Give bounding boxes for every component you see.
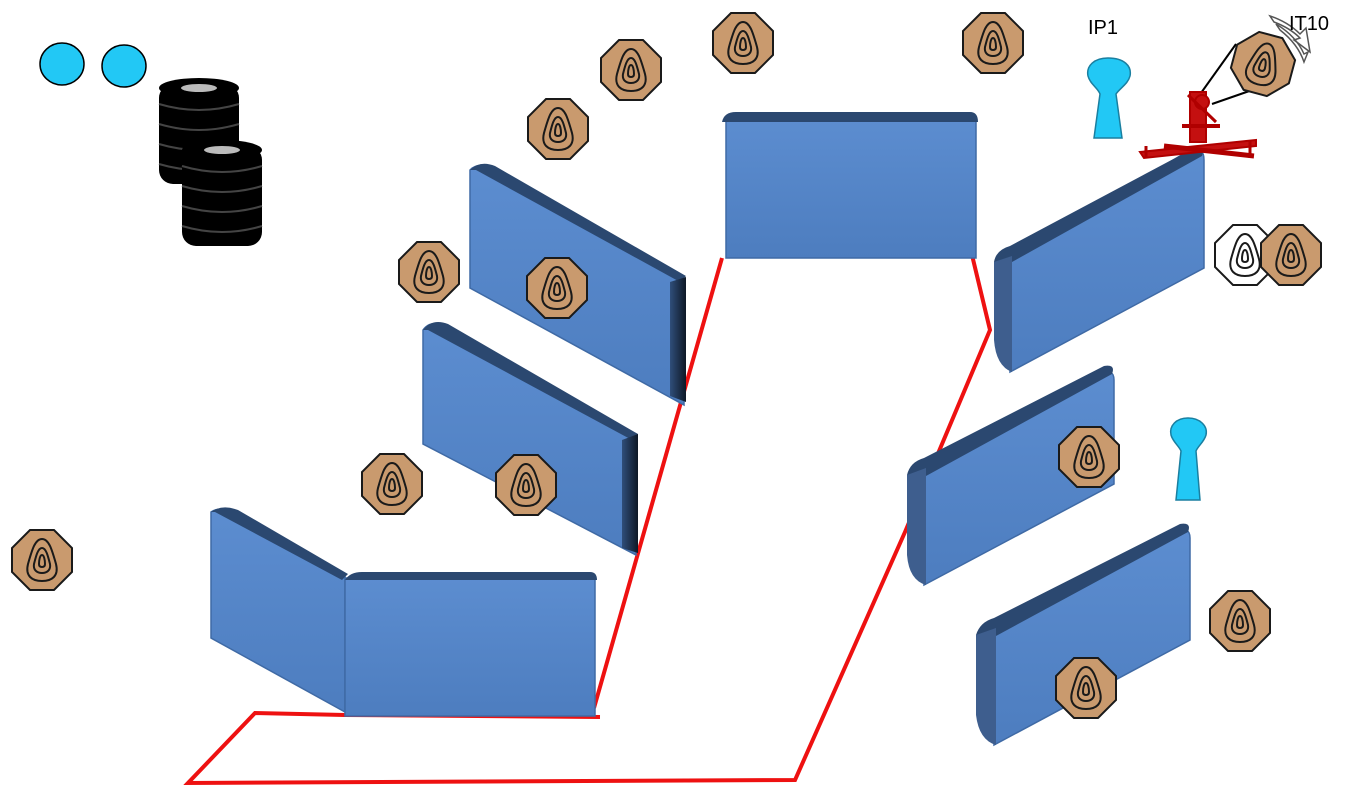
paper-target-icon: [712, 12, 774, 74]
poppers: [1086, 57, 1208, 501]
steel-plate-icon: [39, 42, 85, 86]
swinging-target-mechanism-icon: [1138, 43, 1259, 160]
swing-arrow-icon: [1268, 14, 1312, 65]
wall-center-back: [722, 112, 978, 259]
label-ip1: IP1: [1088, 17, 1119, 39]
paper-target-icon: [1055, 657, 1117, 719]
paper-target-icon: [361, 453, 423, 515]
paper-target-icon: [1058, 426, 1120, 488]
paper-target-icon: [600, 39, 662, 101]
paper-target-icon: [527, 98, 589, 160]
tire-stacks: [158, 77, 263, 247]
wall-bottom-left-front: [344, 572, 597, 717]
tire-stack-icon: [181, 139, 263, 247]
popper-icon: [1086, 57, 1132, 139]
paper-target-icon: [11, 529, 73, 591]
popper-icon: [1169, 417, 1208, 501]
steel-plates: [39, 42, 147, 88]
paper-target-icon: [1260, 224, 1322, 286]
paper-target-icon: [962, 12, 1024, 74]
boundary-line: [183, 254, 993, 786]
paper-target-icon: [495, 454, 557, 516]
wall-right-upper: [994, 147, 1205, 374]
wall-left-middle: [422, 322, 638, 557]
paper-target-icon: [398, 241, 460, 303]
walls-group: [210, 112, 1205, 747]
label-it10: IT10: [1289, 13, 1330, 35]
wall-right-middle: [907, 365, 1115, 587]
wall-bottom-left-angled: [210, 507, 348, 714]
paper-target-icon: [1209, 590, 1271, 652]
wall-right-lower: [976, 523, 1191, 747]
steel-plate-icon: [101, 44, 147, 88]
paper-target-icon: [526, 257, 588, 319]
